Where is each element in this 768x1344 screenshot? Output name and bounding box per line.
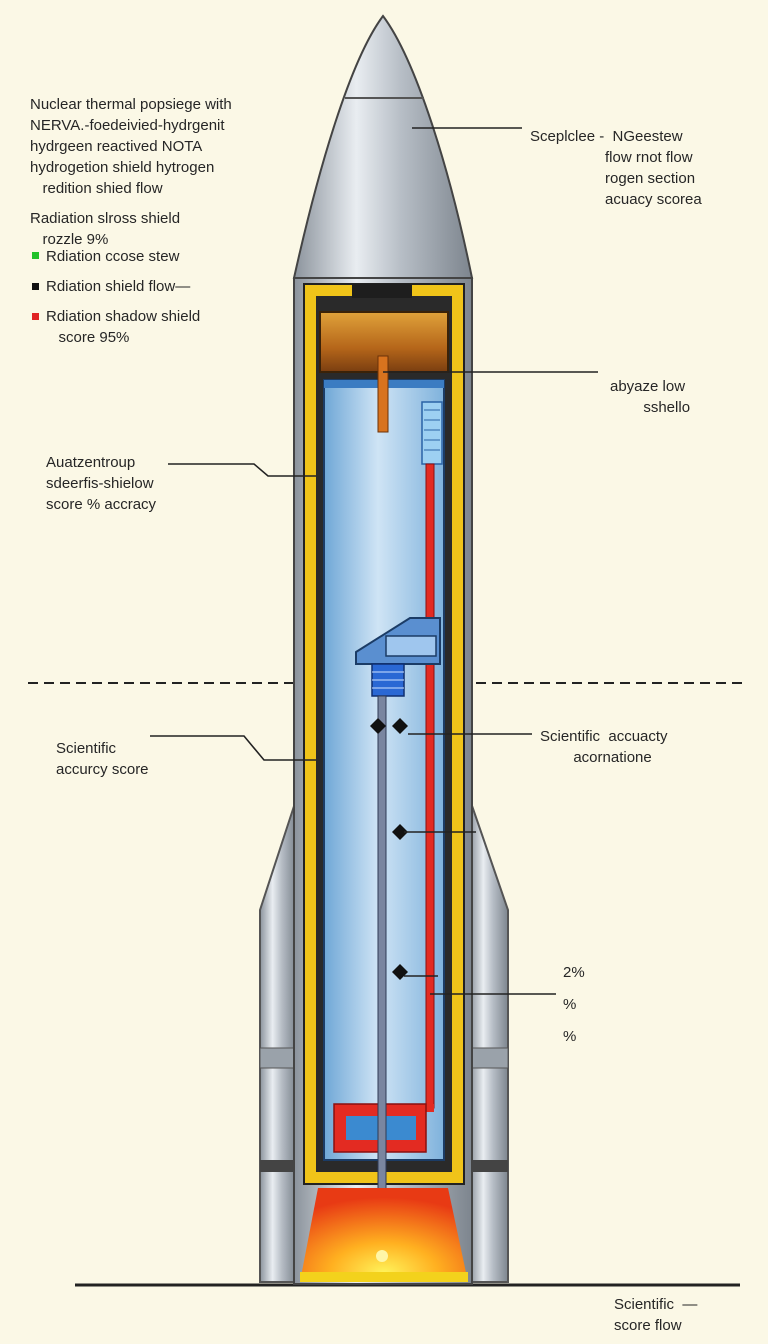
reactor-cap <box>352 284 412 298</box>
right-lower-label: Scientific accuacty acornatione <box>540 728 668 766</box>
left-middle-label: Auatzentroup sdeerfis-shielow score % ac… <box>46 454 157 513</box>
legend-green-label: Rdiation ccose stew <box>46 248 180 265</box>
percent-label-2: % <box>563 996 577 1013</box>
radiation-heading: Radiation slross shield rozzle 9% <box>30 210 181 248</box>
legend-black-swatch <box>32 283 39 290</box>
exhaust-nozzle <box>300 1188 468 1282</box>
legend-green-swatch <box>32 252 39 259</box>
top-right-label: Sceplclee - NGeestew flow rnot flow roge… <box>530 128 702 208</box>
legend-red-swatch <box>32 313 39 320</box>
percent-label-1: 2% <box>563 964 585 981</box>
top-left-title: Nuclear thermal popsiege with NERVA.-foe… <box>30 96 232 197</box>
percent-label-3: % <box>563 1028 577 1045</box>
leader-lines <box>150 127 598 995</box>
legend-black-label: Rdiation shield flow— <box>46 278 191 295</box>
turbopump-assembly <box>355 617 441 697</box>
bottom-right-label: Scientific — score flow <box>614 1296 698 1334</box>
left-lower-label: Scientific accurcy score <box>56 740 149 778</box>
nose-cone <box>292 14 474 279</box>
legend-red-label: Rdiation shadow shield score 95% <box>46 308 201 346</box>
feed-line <box>377 695 387 1257</box>
side-boosters <box>259 799 509 1283</box>
right-upper-label: abyaze low sshello <box>610 378 691 416</box>
control-rod <box>377 355 389 433</box>
